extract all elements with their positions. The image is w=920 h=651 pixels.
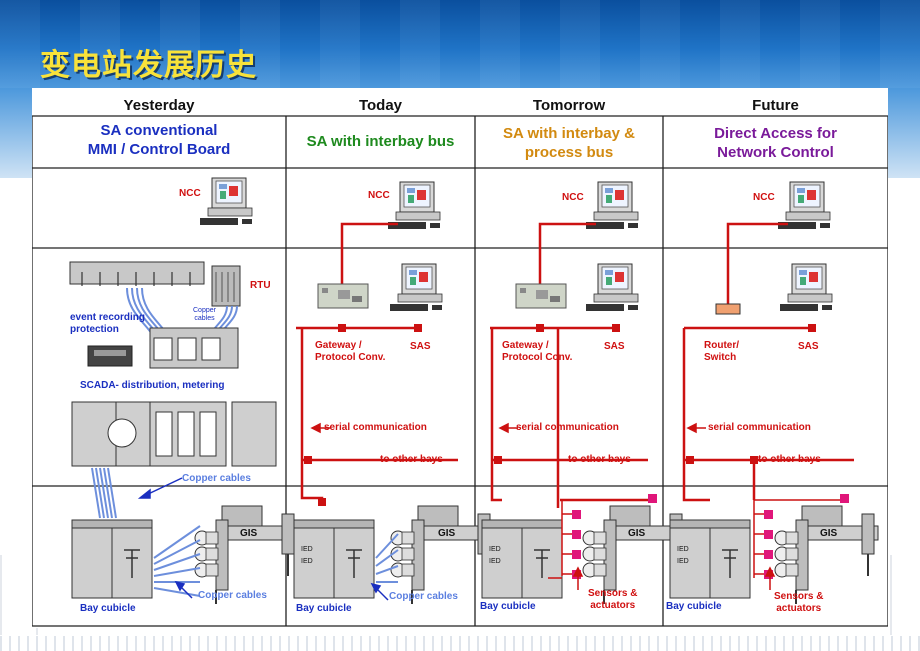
serial-label-3: serial communication (708, 422, 811, 433)
sas-label-1: SAS (410, 341, 431, 352)
gateway-2 (515, 283, 567, 309)
future-junctions (686, 324, 816, 464)
arrow-sensors-future (764, 566, 776, 590)
network-tomorrow (490, 222, 652, 508)
serial-label-2: serial communication (516, 422, 619, 433)
cabinets (71, 401, 277, 467)
column-header-future: Future (752, 97, 799, 114)
rtu-cabinet (211, 265, 241, 307)
bay-cubicle-1 (71, 519, 153, 599)
serial-label-1: serial communication (324, 422, 427, 433)
ncc-computer-3 (585, 181, 639, 230)
diagram-panel: Yesterday Today Tomorrow Future SA conve… (32, 88, 888, 628)
process-bus-future (753, 499, 844, 578)
bay-cubicle-label-2: Bay cubicle (296, 603, 352, 614)
gateway-label-2: Gateway / Protocol Conv. (502, 340, 573, 363)
ied-label-2: IED (301, 558, 313, 565)
router-switch (715, 303, 741, 315)
column-header-today: Today (358, 97, 403, 114)
sensors-label-future: Sensors & actuators (774, 591, 824, 614)
arrow-serial-tomorrow (498, 422, 518, 434)
other-bays-label-2: to other bays (568, 454, 631, 465)
arrow-copper-3 (174, 580, 193, 599)
bay-cubicle-label-3: Bay cubicle (480, 601, 536, 612)
gis-2 (390, 505, 495, 605)
other-bays-label-3: to other bays (758, 454, 821, 465)
ied-label-5: IED (677, 546, 689, 553)
event-recording-label: event recording protection (70, 312, 146, 335)
copper-cables-down (91, 467, 117, 519)
copper-cables-label-1: Copper cables (182, 473, 251, 484)
arrow-copper (137, 477, 183, 499)
column-subtitle-future: Direct Access for Network Control (714, 125, 837, 161)
tomorrow-junctions (494, 324, 620, 464)
control-board (69, 261, 205, 286)
other-bays-label-1: to other bays (380, 454, 443, 465)
diagram-svg (32, 115, 888, 627)
today-junctions (304, 324, 422, 506)
side-band-right (888, 88, 920, 178)
gis-label-4: GIS (820, 528, 838, 539)
ncc-computer-1 (199, 177, 253, 226)
ncc-computer-2 (387, 181, 441, 230)
bottom-strip (0, 636, 920, 651)
column-subtitle-tomorrow: SA with interbay & process bus (503, 125, 635, 161)
ied-label-3: IED (489, 546, 501, 553)
sas-label-2: SAS (604, 341, 625, 352)
column-subtitle-today: SA with interbay bus (306, 133, 455, 150)
arrow-serial-today (310, 422, 330, 434)
ied-label-1: IED (301, 546, 313, 553)
ied-label-6: IED (677, 558, 689, 565)
sas-computer-3 (779, 263, 833, 312)
relay-racks (87, 327, 239, 369)
gateway-1 (317, 283, 369, 309)
sas-label-3: SAS (798, 341, 819, 352)
ied-label-4: IED (489, 558, 501, 565)
scada-label: SCADA- distribution, metering (80, 380, 225, 391)
side-band-left (0, 88, 32, 178)
arrow-serial-future (686, 422, 706, 434)
bay-cubicle-label-1: Bay cubicle (80, 603, 136, 614)
gis-label-3: GIS (628, 528, 646, 539)
ncc-label-3: NCC (562, 192, 584, 203)
bay-cubicle-label-4: Bay cubicle (666, 601, 722, 612)
column-subtitle-yesterday: SA conventional MMI / Control Board (87, 122, 231, 158)
sensors-label-tomorrow: Sensors & actuators (588, 588, 638, 611)
gis-label-1: GIS (240, 528, 258, 539)
network-future (682, 222, 854, 502)
gateway-label-1: Gateway / Protocol Conv. (315, 340, 386, 363)
copper-cables-label-2: Copper cables (198, 590, 267, 601)
gis-4 (774, 505, 879, 605)
header-band (0, 0, 920, 88)
arrow-sensors-tomorrow (572, 566, 584, 590)
copper-cables-fan-2 (375, 533, 399, 583)
column-header-yesterday: Yesterday (123, 97, 195, 114)
table-grid (32, 115, 888, 627)
arrow-copper-2 (370, 582, 389, 601)
copper-cables-label-3: Copper cables (389, 591, 458, 602)
column-header-tomorrow: Tomorrow (532, 97, 606, 114)
copper-cables-small-label: Copper cables (193, 307, 216, 323)
watermark-right (890, 555, 920, 635)
ncc-label-1: NCC (179, 188, 201, 199)
sas-computer-2 (585, 263, 639, 312)
router-label: Router/ Switch (704, 340, 739, 363)
gis-label-2: GIS (438, 528, 456, 539)
ncc-label-2: NCC (368, 190, 390, 201)
slide-title: 变电站发展历史 (40, 48, 257, 83)
sas-computer-1 (389, 263, 443, 312)
ncc-computer-4 (777, 181, 831, 230)
rtu-label: RTU (250, 280, 271, 291)
ncc-label-4: NCC (753, 192, 775, 203)
